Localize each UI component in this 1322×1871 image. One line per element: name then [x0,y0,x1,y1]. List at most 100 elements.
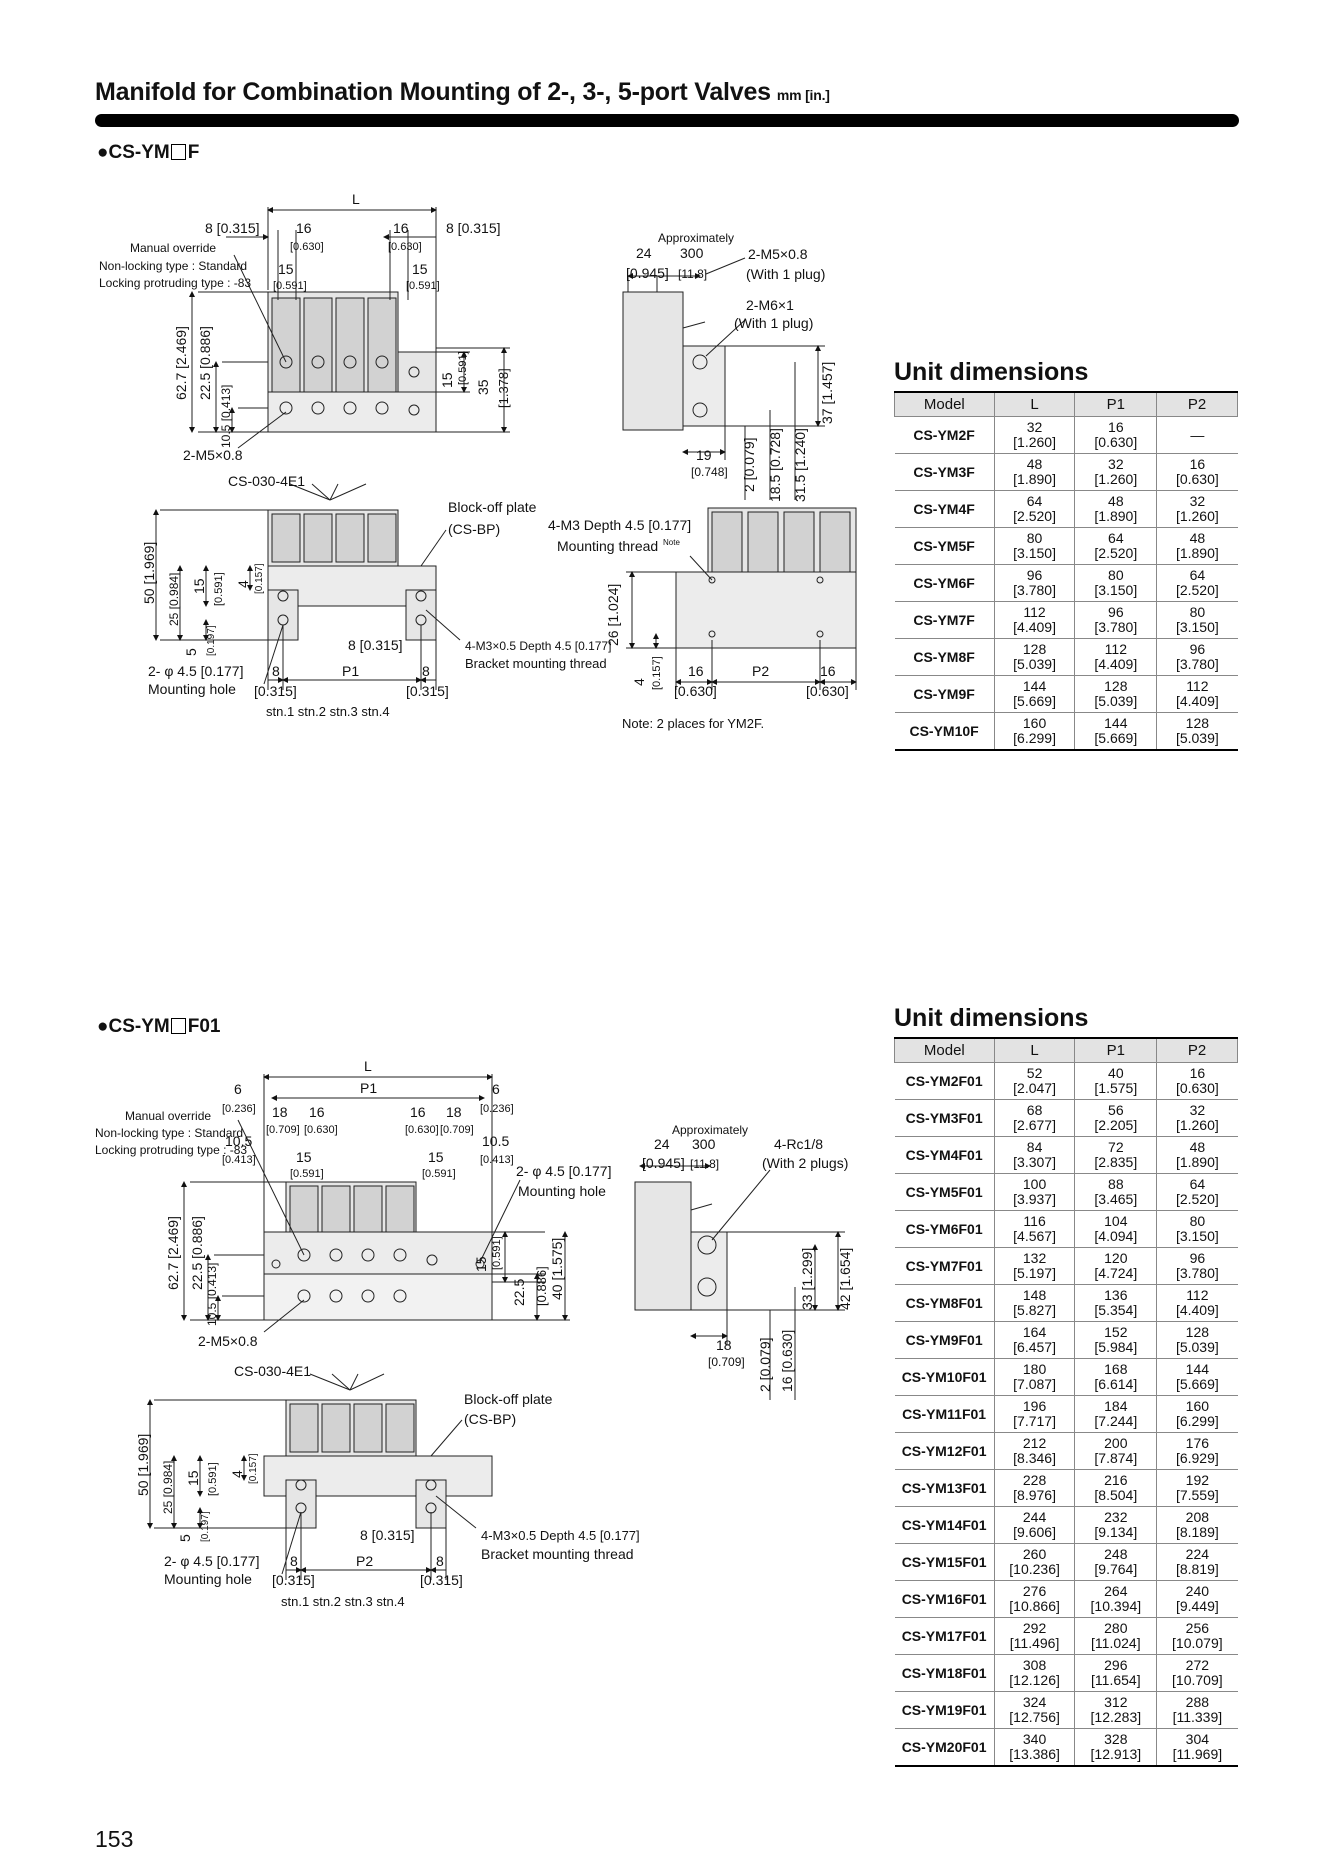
mm-value: 144 [1022,678,1047,694]
model-cell: CS-YM3F [894,453,995,491]
mm-value: 256 [1185,1620,1210,1636]
svg-text:[0.413]: [0.413] [480,1154,514,1166]
p1-cell: 104[4.094] [1074,1210,1157,1248]
svg-text:[0.591]: [0.591] [273,280,307,292]
model-cell: CS-YM9F [894,675,995,713]
svg-text:Locking protruding type : -83: Locking protruding type : -83 [95,1143,247,1157]
p2-cell: 224[8.819] [1156,1543,1238,1581]
svg-text:[0.197]: [0.197] [200,1511,211,1542]
l-cell: 244[9.606] [993,1506,1075,1544]
svg-text:22.5: 22.5 [511,1279,527,1306]
mm-value: 32 [1189,493,1206,509]
mm-value: 168 [1104,1361,1128,1377]
mm-value: 16 [1108,419,1124,435]
model-cell: CS-YM6F01 [894,1210,995,1248]
l-cell: 308[12.126] [993,1654,1075,1692]
svg-text:16 [0.630]: 16 [0.630] [779,1330,795,1392]
inch-value: [2.520] [1094,545,1138,561]
mm-value: 212 [1022,1435,1047,1451]
l-cell: 100[3.937] [993,1173,1075,1211]
p1-cell: 216[8.504] [1074,1469,1157,1507]
mm-value: 64 [1108,530,1124,546]
svg-text:[0.413]: [0.413] [222,1154,256,1166]
l-cell: 324[12.756] [993,1691,1075,1729]
svg-text:15: 15 [473,1256,489,1272]
l-cell: 160[6.299] [993,712,1075,751]
mm-value: 32 [1026,419,1043,435]
mm-value: 128 [1104,678,1128,694]
model-cell: CS-YM8F01 [894,1284,995,1322]
svg-text:15: 15 [439,372,455,388]
mm-value: 148 [1022,1287,1047,1303]
model-cell: CS-YM15F01 [894,1543,995,1581]
mm-value: 96 [1189,1250,1206,1266]
l-cell: 144[5.669] [993,675,1075,713]
svg-text:16: 16 [688,663,704,679]
inch-value: [2.520] [1013,508,1056,524]
inch-value: [8.504] [1094,1487,1138,1503]
p1-cell: 152[5.984] [1074,1321,1157,1359]
p2-cell: 48[1.890] [1156,527,1238,565]
mm-value: — [1190,426,1205,443]
model-cell: CS-YM13F01 [894,1469,995,1507]
svg-text:8 [0.315]: 8 [0.315] [348,637,403,653]
inch-value: [0.630] [1175,471,1219,487]
model-cell: CS-YM10F [894,712,995,751]
inch-value: [3.150] [1175,1228,1219,1244]
inch-value: [4.567] [1013,1228,1056,1244]
inch-value: [1.260] [1175,1117,1219,1133]
svg-text:CS-030-4E1: CS-030-4E1 [234,1363,311,1379]
mm-value: 144 [1104,715,1128,731]
svg-text:18: 18 [716,1337,732,1353]
p2-cell: 144[5.669] [1156,1358,1238,1396]
model-cell: CS-YM2F01 [894,1062,995,1100]
p1-cell: 144[5.669] [1074,712,1157,751]
svg-text:[0.591]: [0.591] [213,572,225,606]
mm-value: 152 [1104,1324,1128,1340]
svg-text:42 [1.654]: 42 [1.654] [837,1248,853,1310]
p2-cell: 16[0.630] [1156,1062,1238,1100]
svg-text:18: 18 [272,1104,288,1120]
model-cell: CS-YM12F01 [894,1432,995,1470]
svg-text:10.5: 10.5 [225,1133,252,1149]
svg-text:[0.630]: [0.630] [674,683,717,699]
inch-value: [3.150] [1013,545,1056,561]
svg-text:18.5 [0.728]: 18.5 [0.728] [767,428,783,502]
l-cell: 196[7.717] [993,1395,1075,1433]
l-cell: 164[6.457] [993,1321,1075,1359]
svg-text:[0.315]: [0.315] [420,1572,463,1588]
svg-text:[0.236]: [0.236] [222,1103,256,1115]
p1-cell: 296[11.654] [1074,1654,1157,1692]
p1-cell: 96[3.780] [1074,601,1157,639]
s1-side-view [622,257,825,500]
p1-cell: 32[1.260] [1074,453,1157,491]
inch-value: [2.835] [1094,1154,1138,1170]
p2-cell: 160[6.299] [1156,1395,1238,1433]
inch-value: [3.780] [1094,619,1138,635]
inch-value: [3.780] [1175,1265,1219,1281]
mm-value: 272 [1185,1657,1210,1673]
svg-text:16: 16 [410,1104,426,1120]
mm-value: 196 [1022,1398,1047,1414]
inch-value: [11.339] [1172,1709,1223,1725]
inch-value: [1.890] [1175,1154,1219,1170]
model-cell: CS-YM16F01 [894,1580,995,1618]
inch-value: [1.260] [1094,471,1138,487]
svg-text:10.5 [0.413]: 10.5 [0.413] [205,1263,219,1326]
inch-value: [3.150] [1094,582,1138,598]
svg-text:[0.315]: [0.315] [272,1572,315,1588]
svg-text:CS-030-4E1: CS-030-4E1 [228,473,305,489]
svg-text:24: 24 [636,245,652,261]
s1-front-view [189,207,510,449]
svg-text:19: 19 [696,447,712,463]
inch-value: [6.299] [1013,730,1056,746]
